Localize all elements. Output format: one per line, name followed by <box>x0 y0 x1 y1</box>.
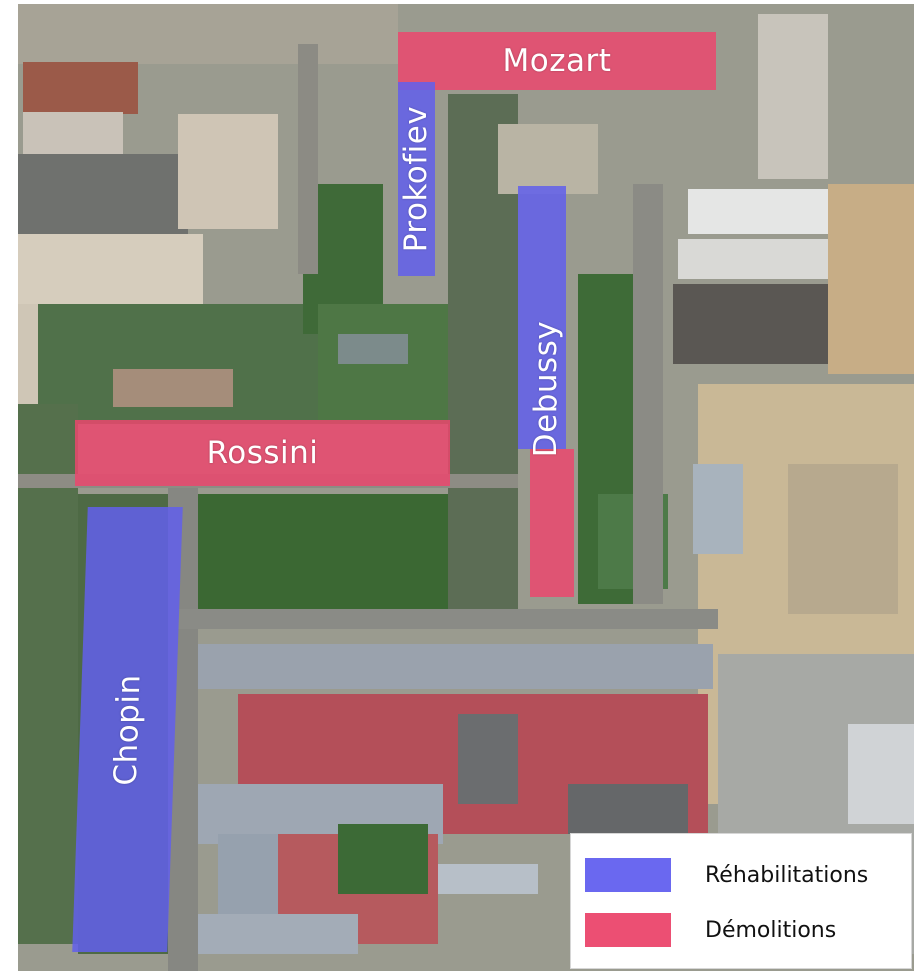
building-label: Chopin <box>107 673 148 786</box>
building-debussy-rehab-section[interactable] <box>518 186 566 449</box>
legend-swatch-demolitions <box>585 913 671 947</box>
building-label: Mozart <box>502 43 612 79</box>
map-legend: Réhabilitations Démolitions <box>570 833 912 969</box>
building-mozart[interactable]: Mozart <box>398 32 716 90</box>
building-label: Debussy <box>528 320 565 458</box>
aerial-map: Mozart Prokofiev Debussy Rossini Chopin <box>18 4 914 971</box>
building-label: Prokofiev <box>398 105 435 253</box>
building-rossini[interactable]: Rossini <box>75 420 450 486</box>
building-debussy: Debussy <box>524 314 568 464</box>
building-chopin[interactable]: Chopin <box>72 507 183 952</box>
legend-label: Réhabilitations <box>705 862 869 888</box>
building-debussy-demolition-section[interactable] <box>530 449 574 597</box>
legend-item-rehabilitations: Réhabilitations <box>585 857 868 893</box>
legend-swatch-rehabilitations <box>585 858 671 892</box>
building-prokofiev[interactable]: Prokofiev <box>398 82 435 276</box>
legend-item-demolitions: Démolitions <box>585 912 836 948</box>
building-label: Rossini <box>206 435 319 471</box>
legend-label: Démolitions <box>705 917 837 943</box>
